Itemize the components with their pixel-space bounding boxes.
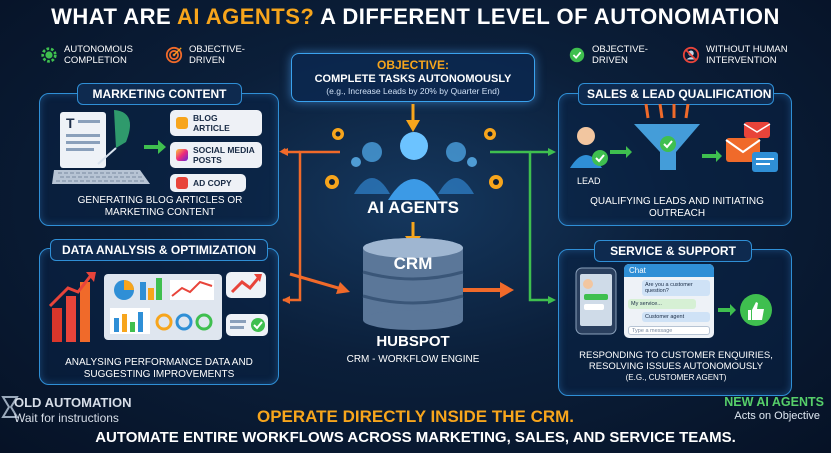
- social-media-pill: SOCIAL MEDIA POSTS: [170, 142, 262, 168]
- laptop-document-illustration: T: [52, 110, 150, 184]
- objective-example: (e.g., Increase Leads by 20% by Quarter …: [326, 86, 500, 96]
- ai-agents-illustration: [325, 128, 503, 200]
- new-agents-subtitle: Acts on Objective: [734, 410, 820, 422]
- ad-copy-pill: AD COPY: [170, 174, 246, 192]
- service-caption-example: (e.g., CUSTOMER AGENT): [625, 373, 727, 382]
- badge-objective-right-label: OBJECTIVE- DRIVEN: [592, 44, 648, 66]
- envelope-icon: [725, 122, 778, 172]
- badge-objective-driven-left: OBJECTIVE- DRIVEN: [165, 44, 245, 66]
- badge-objective-left-label: OBJECTIVE- DRIVEN: [189, 44, 245, 66]
- title-highlight: AI AGENTS?: [176, 4, 315, 29]
- chat-message-3: Customer agent: [642, 312, 710, 322]
- social-media-label: SOCIAL MEDIA POSTS: [193, 145, 255, 165]
- hubspot-label: HUBSPOT: [376, 333, 450, 350]
- document-icon: [60, 112, 106, 168]
- service-title: SERVICE & SUPPORT: [594, 240, 752, 262]
- old-automation-title: OLD AUTOMATION: [14, 395, 132, 410]
- bottom-line-1: OPERATE DIRECTLY INSIDE THE CRM.: [256, 407, 575, 426]
- data-analysis-title: DATA ANALYSIS & OPTIMIZATION: [50, 239, 268, 261]
- service-caption: RESPONDING TO CUSTOMER ENQUIRIES, RESOLV…: [566, 350, 786, 383]
- objective-label: OBJECTIVE:: [376, 58, 449, 72]
- badge-autonomous-label: AUTONOMOUS COMPLETION: [64, 44, 133, 66]
- no-user-icon: [682, 46, 700, 64]
- ad-copy-label: AD COPY: [193, 178, 232, 188]
- lead-person-icon: [570, 127, 608, 168]
- thumbs-up-illustration: [718, 294, 772, 326]
- badge-without-human: WITHOUT HUMAN INTERVENTION: [682, 44, 788, 66]
- quill-icon: [114, 110, 130, 148]
- chat-message-2: My service...: [628, 299, 696, 309]
- page-title: WHAT ARE AI AGENTS? A DIFFERENT LEVEL OF…: [0, 4, 831, 30]
- lead-funnel-illustration: [570, 104, 778, 172]
- badge-objective-driven-right: OBJECTIVE- DRIVEN: [568, 44, 648, 66]
- chat-window: Chat Are you a customer question? My ser…: [624, 264, 714, 338]
- hourglass-icon: [1, 396, 19, 418]
- marketing-items: BLOG ARTICLE SOCIAL MEDIA POSTS AD COPY: [170, 110, 262, 192]
- marketing-caption: GENERATING BLOG ARTICLES OR MARKETING CO…: [77, 195, 243, 218]
- megaphone-icon: [176, 177, 188, 189]
- title-part-1: WHAT ARE: [51, 4, 177, 29]
- funnel-icon: [634, 104, 700, 170]
- service-caption-line-1: RESPONDING TO CUSTOMER ENQUIRIES,: [579, 350, 773, 361]
- rising-bars-icon: [48, 272, 96, 342]
- marketing-title: MARKETING CONTENT: [77, 83, 242, 105]
- chat-input[interactable]: Type a message: [628, 326, 710, 335]
- crm-label: CRM: [393, 254, 433, 273]
- gear-icon: [325, 128, 503, 189]
- sales-title: SALES & LEAD QUALIFICATION: [578, 83, 774, 105]
- dashboard-illustration: [48, 272, 268, 342]
- gear-check-icon: [41, 47, 57, 63]
- bottom-line-2: AUTOMATE ENTIRE WORKFLOWS ACROSS MARKETI…: [95, 429, 736, 446]
- agent-figures-icon: [354, 132, 474, 200]
- service-caption-line-2: RESOLVING ISSUES AUTONOMOUSLY: [588, 361, 764, 372]
- edit-icon: [176, 117, 188, 129]
- badge-autonomous-completion: AUTONOMOUS COMPLETION: [40, 44, 133, 66]
- crm-database-icon: [362, 238, 464, 330]
- old-automation-icon: [0, 395, 26, 419]
- title-part-3: A DIFFERENT LEVEL OF AUTONOMATION: [314, 4, 780, 29]
- thumbs-up-icon: [748, 302, 764, 320]
- target-icon: [165, 46, 183, 64]
- new-agents-title: NEW AI AGENTS: [724, 395, 824, 409]
- arrow-right-icon: [144, 140, 166, 154]
- crm-engine-label: CRM - WORKFLOW ENGINE: [346, 354, 480, 365]
- objective-box: OBJECTIVE: COMPLETE TASKS AUTONOMOUSLY (…: [291, 53, 535, 102]
- sales-caption: QUALIFYING LEADS AND INITIATING OUTREACH: [590, 196, 764, 219]
- check-circle-icon: [569, 47, 585, 63]
- badge-without-human-label: WITHOUT HUMAN INTERVENTION: [706, 44, 788, 66]
- instagram-icon: [176, 149, 188, 161]
- old-automation-subtitle: Wait for instructions: [14, 411, 119, 425]
- ai-agents-label: AI AGENTS: [367, 198, 459, 217]
- chat-message-1: Are you a customer question?: [642, 280, 710, 296]
- data-analysis-caption: ANALYSING PERFORMANCE DATA AND SUGGESTIN…: [65, 357, 253, 380]
- phone-illustration: [575, 267, 617, 335]
- objective-text: COMPLETE TASKS AUTONOMOUSLY: [314, 73, 512, 85]
- lead-label: LEAD: [577, 176, 601, 186]
- chat-header: Chat: [624, 264, 714, 277]
- svg-text:T: T: [66, 115, 75, 131]
- blog-article-label: BLOG ARTICLE: [193, 113, 230, 133]
- blog-article-pill: BLOG ARTICLE: [170, 110, 262, 136]
